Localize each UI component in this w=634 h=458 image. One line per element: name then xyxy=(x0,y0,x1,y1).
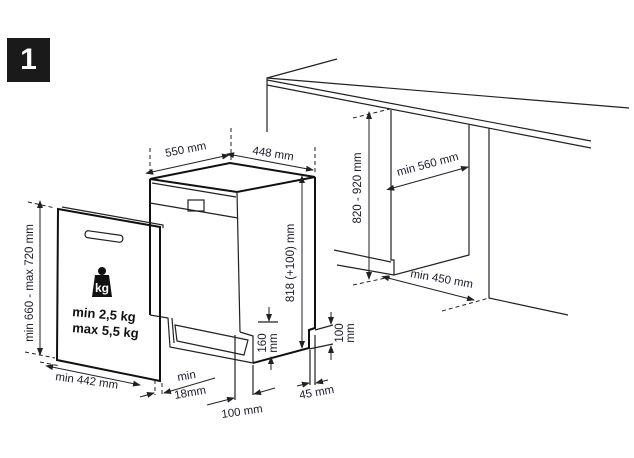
weight-icon: kg xyxy=(92,267,112,297)
width-label: 448 mm xyxy=(252,145,295,163)
dishwasher-control-handle xyxy=(187,199,205,212)
furniture-door: kg min 2,5 kg max 5,5 kg xyxy=(55,206,164,383)
foot-adjust-label-2: mm xyxy=(345,323,357,342)
foot-offset-label: 45 mm xyxy=(298,384,335,402)
dimension-lines xyxy=(24,128,334,406)
door-height-label: min 660 - max 720 mm xyxy=(24,224,36,342)
foot-adjust-label-1: 100 xyxy=(334,323,346,342)
plinth-height-label-2: mm xyxy=(268,333,280,352)
niche-depth-label: min 450 mm xyxy=(409,268,473,291)
height-label: 818 (+100) mm xyxy=(285,224,297,302)
door-thickness-label-1: min xyxy=(176,369,196,384)
depth-label: 550 mm xyxy=(164,140,207,160)
niche-width-label: min 560 mm xyxy=(396,151,460,179)
plinth-setback-label: 100 mm xyxy=(221,403,264,421)
door-weight-max: max 5,5 kg xyxy=(72,320,140,341)
door-weight-min: min 2,5 kg xyxy=(72,304,137,324)
door-thickness-label-2: 18mm xyxy=(173,385,207,402)
door-handle xyxy=(84,230,124,243)
dishwasher xyxy=(149,161,316,364)
plinth-height-label-1: 160 xyxy=(257,333,269,352)
niche-height-label: 820 - 920 mm xyxy=(352,153,364,224)
step-number-badge: 1 xyxy=(7,38,50,82)
weight-icon-label: kg xyxy=(95,281,109,295)
countertop-niche xyxy=(266,58,630,316)
